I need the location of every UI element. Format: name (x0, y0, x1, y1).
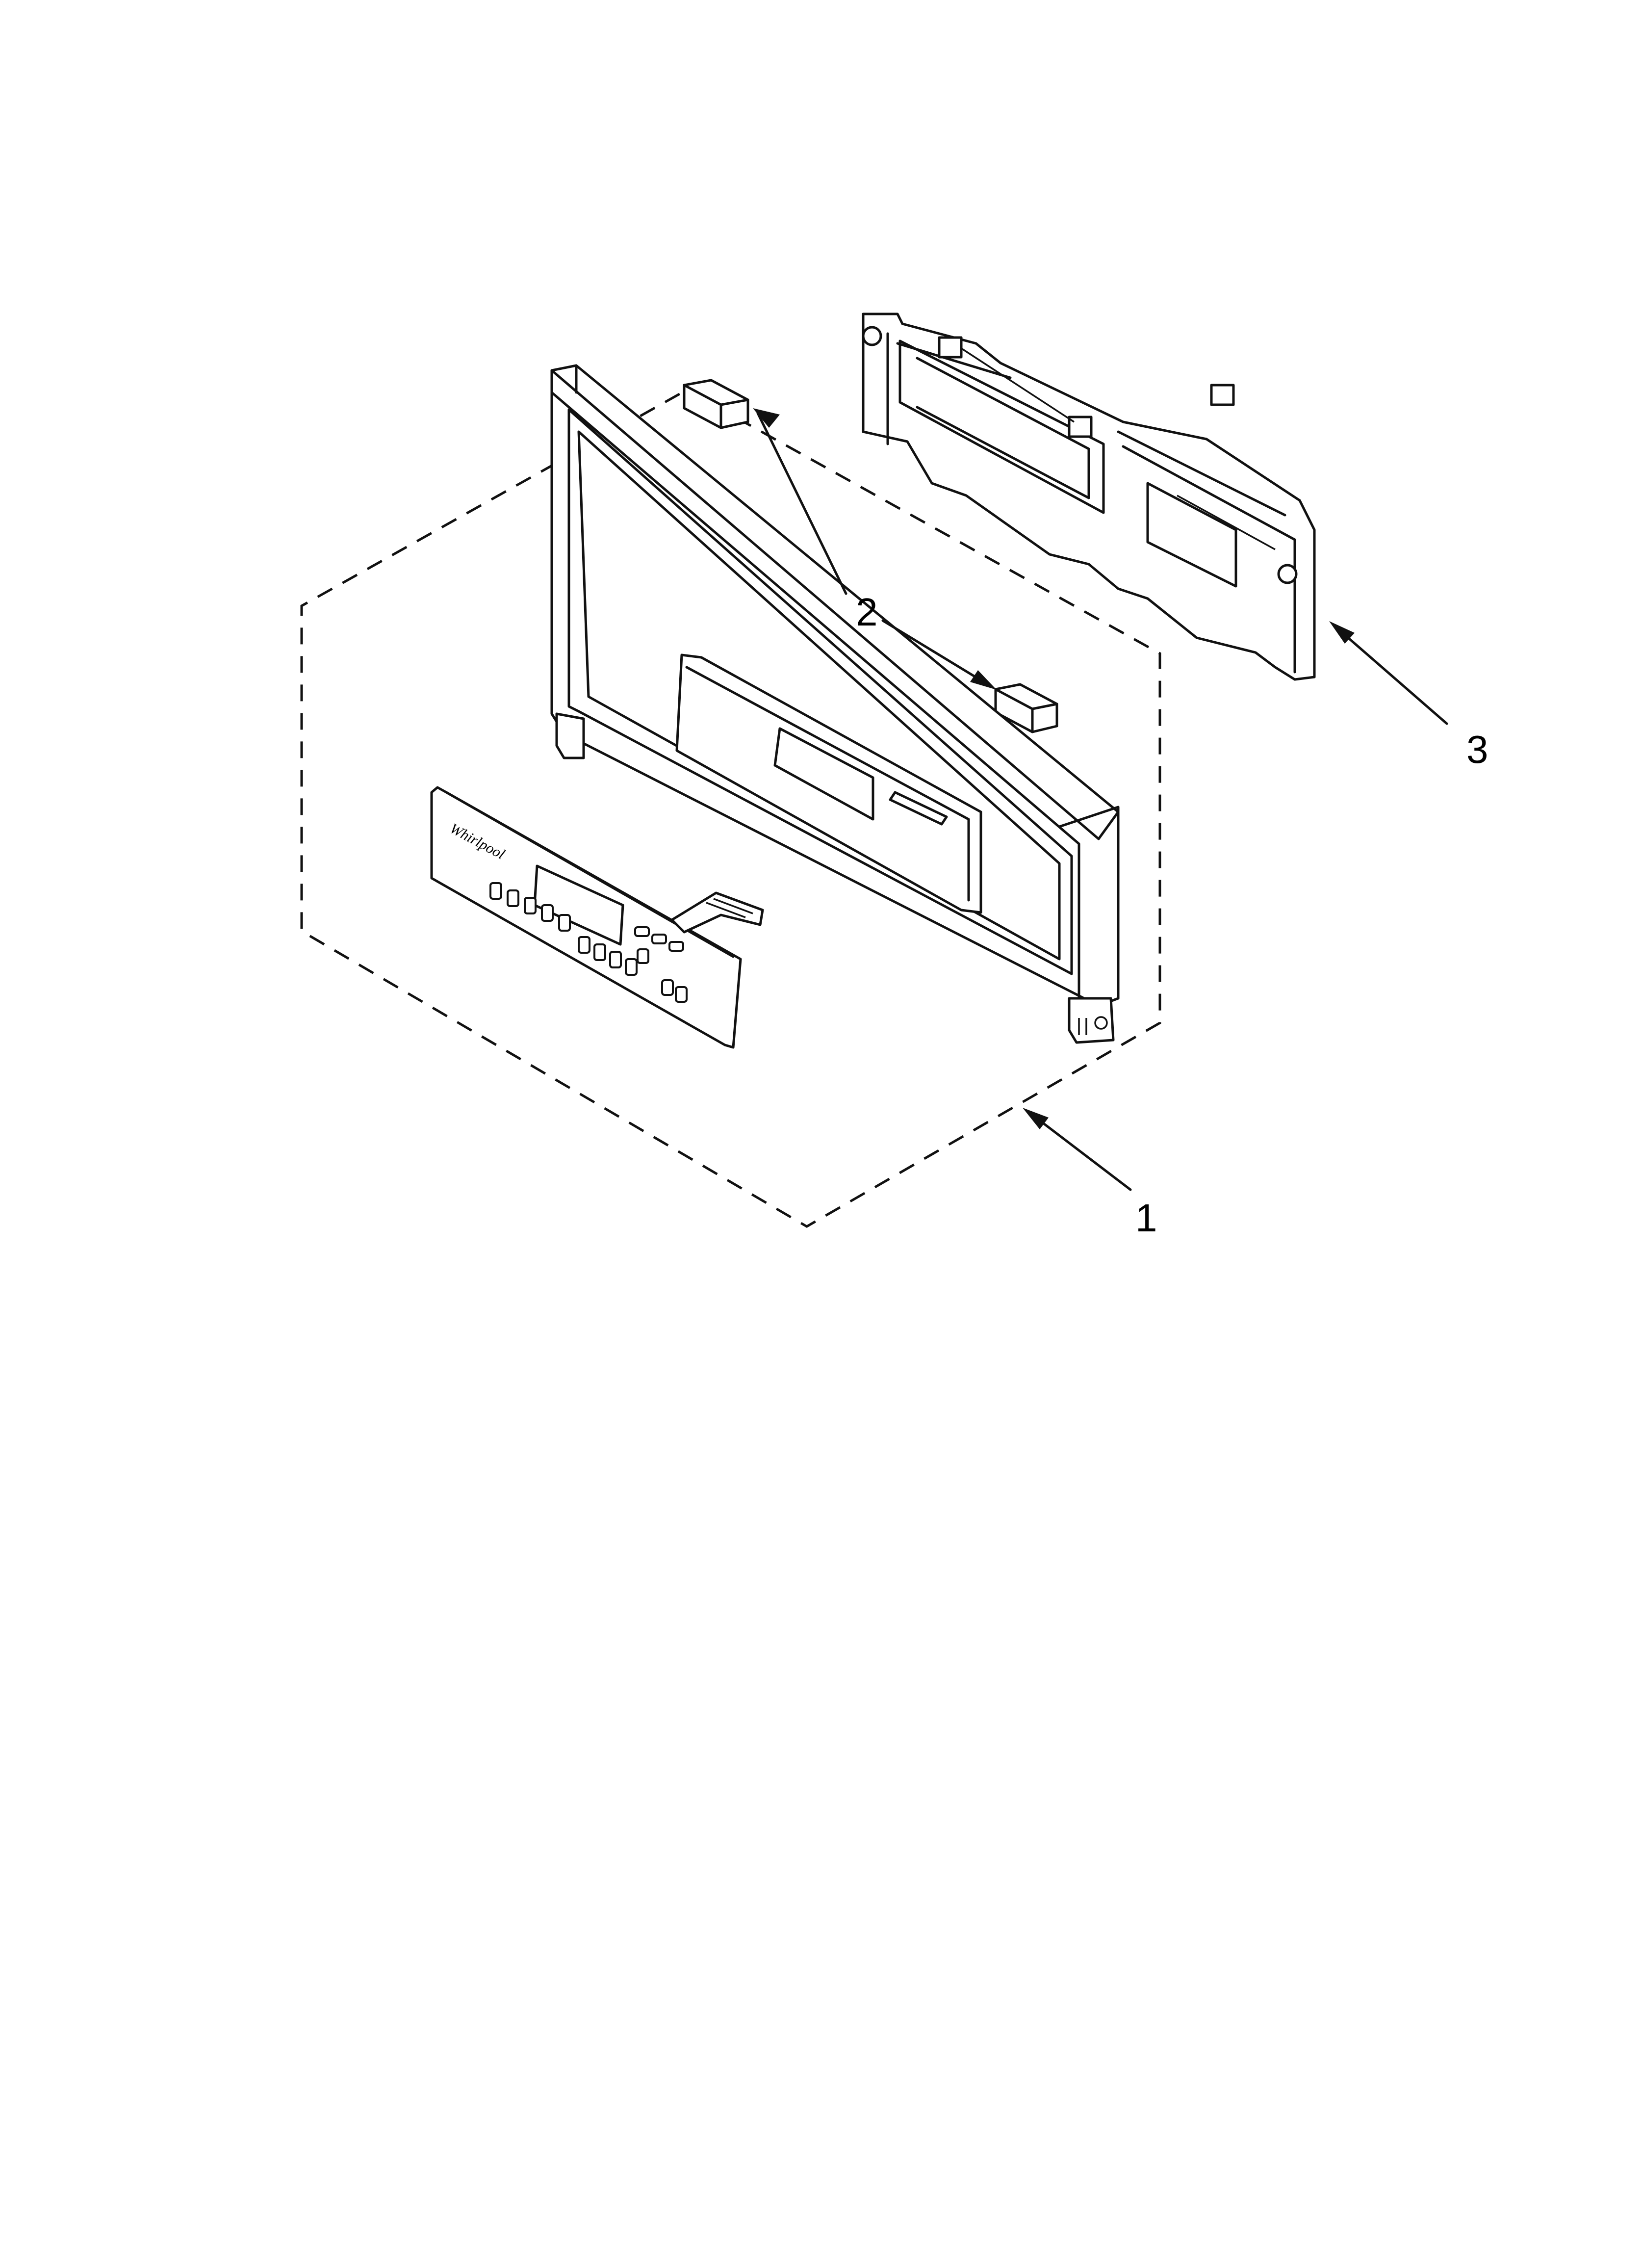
callout-3: 3 (1466, 728, 1488, 771)
part-2-clip-upper (683, 379, 749, 429)
part-3-control-housing (862, 313, 1316, 681)
leader-arrow-3 (1329, 621, 1448, 725)
leader-arrows-2 (753, 408, 997, 690)
control-panel-frame (550, 364, 1120, 1044)
callout-2: 2 (856, 590, 878, 634)
keypad-overlay: Whirlpool (430, 786, 764, 1049)
assembly-1-dashed-boundary (300, 389, 1161, 1228)
leader-arrow-1 (1023, 1108, 1132, 1191)
callout-1: 1 (1135, 1196, 1157, 1240)
